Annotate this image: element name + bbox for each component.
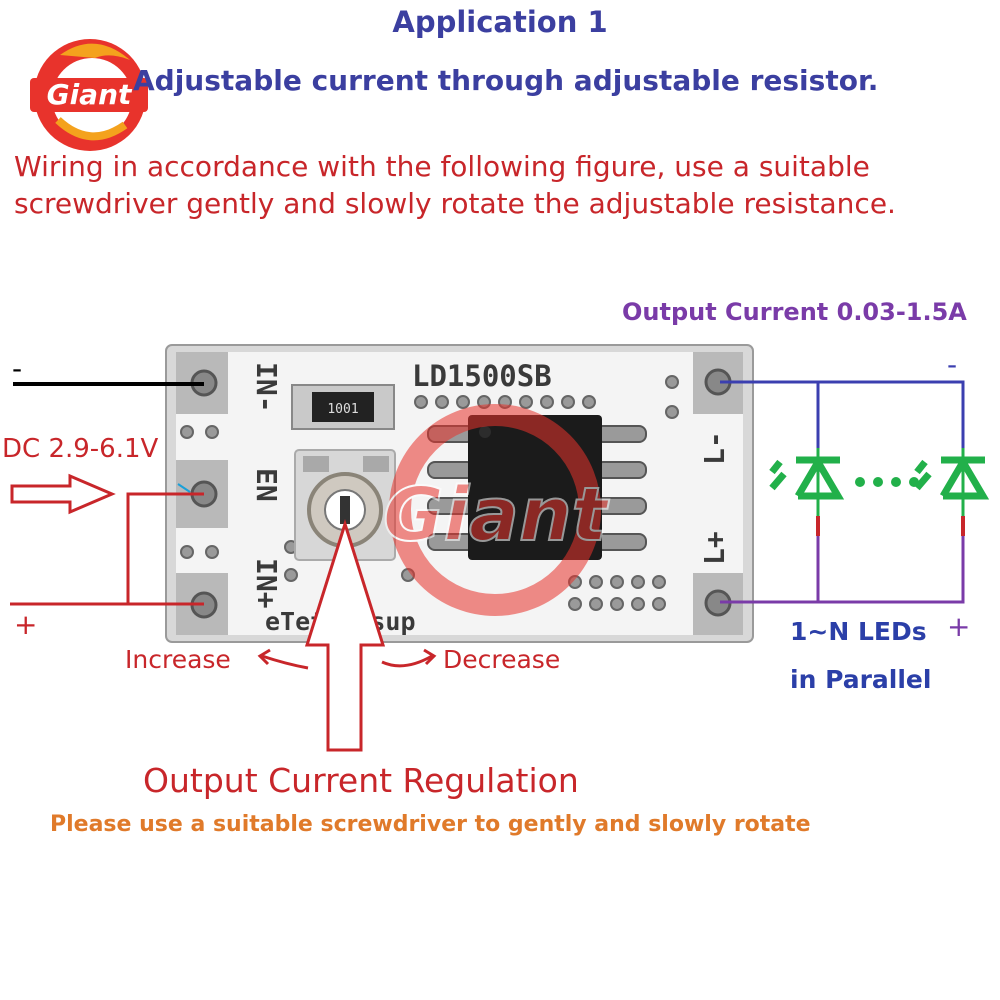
pin-label-en: EN (250, 468, 283, 502)
increase-label: Increase (125, 645, 231, 674)
pin-label-in-plus: IN+ (250, 558, 283, 609)
decrease-label: Decrease (443, 645, 561, 674)
watermark-logo: Giant (382, 404, 611, 616)
regulation-arrow-icon (304, 518, 386, 752)
instructions-text: Wiring in accordance with the following … (14, 150, 896, 220)
page-subtitle: Adjustable current through adjustable re… (133, 64, 879, 97)
output-wiring (720, 380, 965, 604)
input-arrow-icon (10, 473, 116, 515)
input-plus-sign: + (14, 608, 38, 641)
page-title: Application 1 (392, 5, 608, 39)
output-current-label: Output Current 0.03-1.5A (622, 298, 967, 326)
regulation-title: Output Current Regulation (143, 761, 579, 800)
input-minus-sign: - (12, 352, 23, 385)
output-plus-sign: + (947, 610, 971, 643)
output-minus-sign: - (947, 348, 958, 381)
rotate-cw-icon (381, 648, 437, 668)
led-dots-icon (855, 477, 919, 487)
resistor-code: 1001 (327, 402, 358, 417)
leds-label-line2: in Parallel (790, 665, 932, 694)
board-model: LD1500SB (412, 359, 552, 393)
pin-label-in-minus: IN- (250, 362, 283, 413)
led-n-icon (914, 455, 990, 500)
pin-label-l-plus: L+ (698, 531, 731, 565)
regulation-hint: Please use a suitable screwdriver to gen… (50, 812, 811, 837)
led-1-icon (769, 455, 845, 500)
watermark-text: Giant (383, 472, 610, 558)
logo-text: Giant (47, 78, 133, 111)
leds-label-line1: 1~N LEDs (790, 617, 927, 646)
input-wiring (10, 382, 204, 606)
pin-label-l-minus: L- (698, 431, 731, 465)
giant-logo: Giant (30, 39, 148, 151)
input-voltage-label: DC 2.9-6.1V (2, 434, 159, 464)
rotate-ccw-icon (257, 648, 309, 670)
